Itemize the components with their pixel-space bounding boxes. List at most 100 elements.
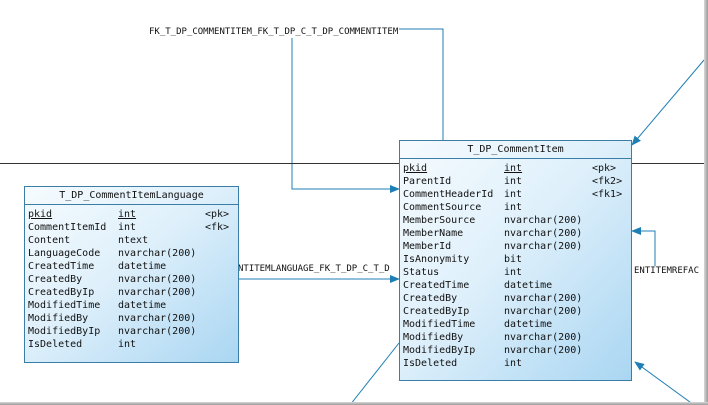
column-name: LanguageCode (28, 248, 101, 259)
column-type: nvarchar(200) (118, 274, 197, 285)
column-type: datetime (118, 261, 167, 272)
column-list: pkid int <pk> CommentItemId int <fk> Content nt… (25, 205, 238, 353)
column-key-badge: <fk> (205, 222, 230, 233)
column-name: CreatedTime (403, 280, 470, 291)
column-type: nvarchar(200) (504, 215, 583, 226)
column-row[interactable]: ModifiedBy nvarchar(200) (25, 312, 238, 325)
column-row[interactable]: ModifiedByIp nvarchar(200) (25, 325, 238, 338)
column-row[interactable]: CreatedBy nvarchar(200) (400, 292, 631, 305)
column-type: int (118, 222, 137, 233)
column-name: CreatedBy (403, 293, 458, 304)
column-type: int (504, 176, 523, 187)
column-name: CommentHeaderId (403, 189, 494, 200)
column-type: nvarchar(200) (504, 293, 583, 304)
relationship-label-right[interactable]: ENTITEMREFAC (633, 266, 706, 277)
column-type: nvarchar(200) (504, 228, 583, 239)
entity-title: T_DP_CommentItem (400, 141, 631, 159)
column-type: nvarchar(200) (504, 345, 583, 356)
column-type: datetime (504, 319, 553, 330)
column-name: Status (403, 267, 440, 278)
column-row[interactable]: pkid int <pk> (25, 208, 238, 221)
column-type: bit (504, 254, 523, 265)
column-row[interactable]: ModifiedTime datetime (400, 318, 631, 331)
window-shadow-right (704, 0, 708, 405)
column-type: datetime (118, 300, 167, 311)
column-row[interactable]: MemberName nvarchar(200) (400, 227, 631, 240)
column-name: CommentSource (403, 202, 482, 213)
column-row[interactable]: ModifiedBy nvarchar(200) (400, 331, 631, 344)
column-row[interactable]: MemberId nvarchar(200) (400, 240, 631, 253)
column-name: pkid (403, 163, 428, 174)
column-type: nvarchar(200) (504, 241, 583, 252)
column-row[interactable]: ParentId int <fk2> (400, 175, 631, 188)
column-row[interactable]: CommentItemId int <fk> (25, 221, 238, 234)
column-type: nvarchar(200) (118, 326, 197, 337)
column-row[interactable]: CreatedTime datetime (400, 279, 631, 292)
entity-comment-item[interactable]: T_DP_CommentItem pkid int <pk> ParentId int <… (399, 140, 632, 381)
column-name: ModifiedBy (28, 313, 89, 324)
column-row[interactable]: CommentHeaderId int <fk1> (400, 188, 631, 201)
column-key-badge: <pk> (205, 209, 230, 220)
column-name: ModifiedByIp (403, 345, 476, 356)
column-key-badge: <fk2> (592, 176, 623, 187)
column-name: CommentItemId (28, 222, 107, 233)
relationship-label-self-reference[interactable]: FK_T_DP_COMMENTITEM_FK_T_DP_C_T_DP_COMME… (148, 27, 400, 38)
incoming-connector-top-right[interactable] (631, 59, 705, 146)
relationship-label-language[interactable]: NTITEMLANGUAGE_FK_T_DP_C_T_D (237, 264, 399, 275)
column-row[interactable]: IsDeleted int (25, 338, 238, 351)
column-type: int (118, 209, 137, 220)
column-name: CreatedByIp (28, 287, 95, 298)
column-name: CreatedTime (28, 261, 95, 272)
column-row[interactable]: CreatedBy nvarchar(200) (25, 273, 238, 286)
column-name: pkid (28, 209, 53, 220)
column-row[interactable]: CommentSource int (400, 201, 631, 214)
column-name: ModifiedByIp (28, 326, 101, 337)
column-key-badge: <fk1> (592, 189, 623, 200)
column-row[interactable]: ModifiedTime datetime (25, 299, 238, 312)
column-row[interactable]: ModifiedByIp nvarchar(200) (400, 344, 631, 357)
column-type: nvarchar(200) (118, 313, 197, 324)
column-name: ModifiedTime (403, 319, 476, 330)
column-row[interactable]: LanguageCode nvarchar(200) (25, 247, 238, 260)
column-type: nvarchar(200) (118, 248, 197, 259)
column-type: int (504, 202, 523, 213)
column-name: MemberId (403, 241, 452, 252)
column-type: ntext (118, 235, 149, 246)
column-type: nvarchar(200) (504, 306, 583, 317)
column-type: int (118, 339, 137, 350)
column-name: Content (28, 235, 71, 246)
page-boundary-line (0, 163, 704, 164)
column-name: CreatedBy (28, 274, 83, 285)
column-type: int (504, 358, 523, 369)
column-type: int (504, 189, 523, 200)
column-type: nvarchar(200) (118, 287, 197, 298)
column-type: datetime (504, 280, 553, 291)
column-name: CreatedByIp (403, 306, 470, 317)
column-type: nvarchar(200) (504, 332, 583, 343)
column-type: int (504, 267, 523, 278)
column-row[interactable]: pkid int <pk> (400, 162, 631, 175)
column-row[interactable]: Status int (400, 266, 631, 279)
column-name: ParentId (403, 176, 452, 187)
column-key-badge: <pk> (592, 163, 617, 174)
column-row[interactable]: CreatedByIp nvarchar(200) (25, 286, 238, 299)
column-name: IsDeleted (28, 339, 83, 350)
column-name: MemberName (403, 228, 464, 239)
incoming-connector-bottom-right[interactable] (634, 361, 695, 405)
column-row[interactable]: CreatedByIp nvarchar(200) (400, 305, 631, 318)
column-name: IsAnonymity (403, 254, 470, 265)
entity-title: T_DP_CommentItemLanguage (25, 187, 238, 205)
column-name: MemberSource (403, 215, 476, 226)
outgoing-connector-bottom[interactable] (349, 342, 400, 405)
column-name: ModifiedBy (403, 332, 464, 343)
column-type: int (504, 163, 523, 174)
column-row[interactable]: Content ntext (25, 234, 238, 247)
window-shadow-bottom (0, 402, 708, 405)
column-row[interactable]: IsAnonymity bit (400, 253, 631, 266)
column-row[interactable]: MemberSource nvarchar(200) (400, 214, 631, 227)
column-row[interactable]: CreatedTime datetime (25, 260, 238, 273)
column-name: ModifiedTime (28, 300, 101, 311)
